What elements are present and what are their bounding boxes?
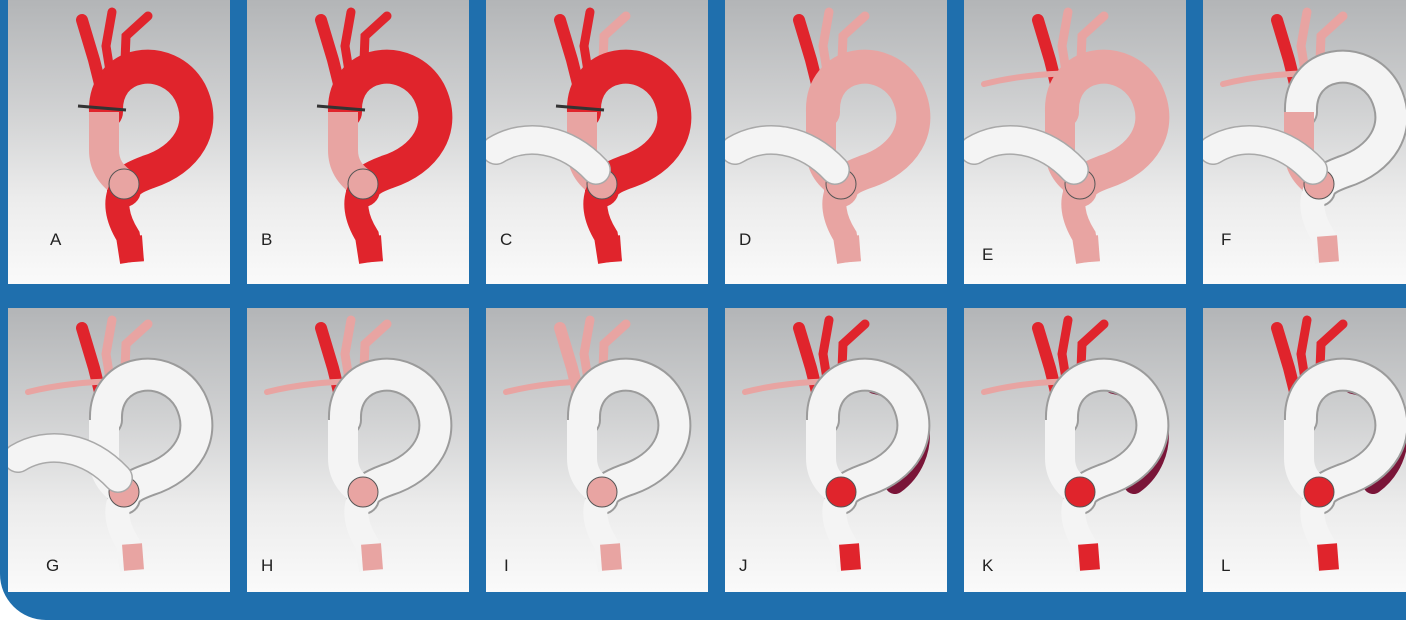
- aorta-illustration-j: [725, 308, 947, 592]
- panel-label-d: D: [739, 230, 751, 250]
- abdominal-segment: [849, 544, 851, 570]
- panel-label-e: E: [982, 245, 993, 265]
- panel-d: D: [725, 0, 947, 284]
- aorta-illustration-c: [486, 0, 708, 284]
- panel-l: L: [1203, 308, 1406, 592]
- abdominal-segment: [371, 544, 373, 570]
- valve-junction: [109, 169, 139, 199]
- panel-label-a: A: [50, 230, 61, 250]
- aorta-illustration-d: [725, 0, 947, 284]
- valve-junction: [587, 477, 617, 507]
- panel-label-b: B: [261, 230, 272, 250]
- valve-junction: [1304, 477, 1334, 507]
- abdominal-segment: [132, 236, 134, 262]
- aorta-illustration-k: [964, 308, 1186, 592]
- valve-junction: [1065, 477, 1095, 507]
- abdominal-segment: [610, 544, 612, 570]
- bypass-graft: [496, 140, 596, 170]
- panel-label-l: L: [1221, 556, 1230, 576]
- panel-e: E: [964, 0, 1186, 284]
- panel-k: K: [964, 308, 1186, 592]
- panel-f: F: [1203, 0, 1406, 284]
- panel-label-g: G: [46, 556, 59, 576]
- abdominal-segment: [1327, 236, 1329, 262]
- valve-junction: [348, 477, 378, 507]
- valve-junction: [348, 169, 378, 199]
- abdominal-segment: [610, 236, 612, 262]
- panel-label-k: K: [982, 556, 993, 576]
- aorta-illustration-l: [1203, 308, 1406, 592]
- panel-label-h: H: [261, 556, 273, 576]
- panel-j: J: [725, 308, 947, 592]
- valve-junction: [826, 477, 856, 507]
- aorta-illustration-a: [8, 0, 230, 284]
- aorta-illustration-b: [247, 0, 469, 284]
- abdominal-segment: [371, 236, 373, 262]
- bypass-graft: [974, 140, 1074, 170]
- bypass-graft: [1213, 140, 1313, 170]
- panel-g: G: [8, 308, 230, 592]
- abdominal-segment: [1088, 236, 1090, 262]
- panel-b: B: [247, 0, 469, 284]
- aorta-illustration-i: [486, 308, 708, 592]
- abdominal-segment: [1088, 544, 1090, 570]
- panel-label-f: F: [1221, 230, 1231, 250]
- abdominal-segment: [1327, 544, 1329, 570]
- panel-label-i: I: [504, 556, 509, 576]
- aorta-illustration-h: [247, 308, 469, 592]
- abdominal-segment: [132, 544, 134, 570]
- panel-a: A: [8, 0, 230, 284]
- panel-label-c: C: [500, 230, 512, 250]
- bypass-graft: [735, 140, 835, 170]
- abdominal-segment: [849, 236, 851, 262]
- aorta-illustration-f: [1203, 0, 1406, 284]
- panel-c: C: [486, 0, 708, 284]
- panel-h: H: [247, 308, 469, 592]
- aorta-illustration-e: [964, 0, 1186, 284]
- panel-i: I: [486, 308, 708, 592]
- panel-label-j: J: [739, 556, 748, 576]
- bypass-graft: [18, 448, 118, 478]
- aorta-illustration-g: [8, 308, 230, 592]
